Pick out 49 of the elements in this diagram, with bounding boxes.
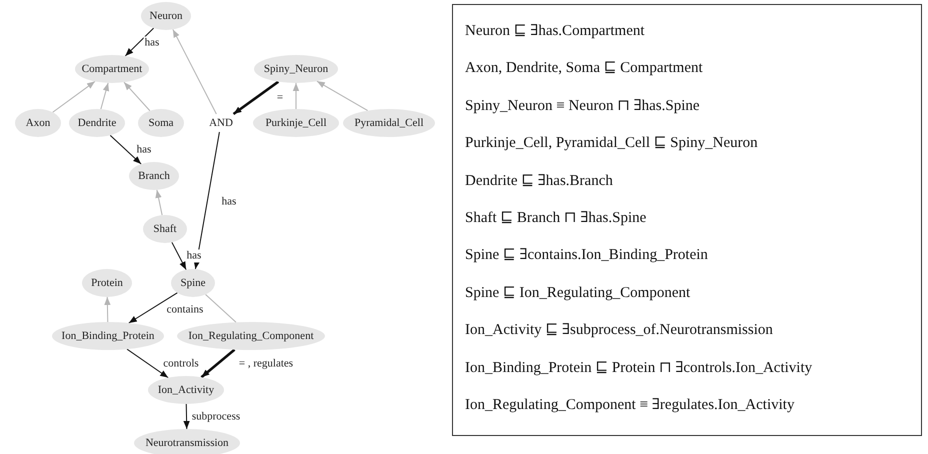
edge-label: has (186, 250, 202, 262)
arrow (316, 80, 368, 112)
concept-ellipse: Purkinje_Cell (253, 109, 339, 137)
concept-ellipse: Pyramidal_Cell (343, 109, 435, 137)
axiom-text: Ion_Activity ⊑ ∃subprocess_of.Neurotransmission (465, 321, 774, 340)
axiom-text: Dendrite ⊑ ∃has.Branch (465, 172, 614, 191)
arrow (110, 134, 142, 164)
concept-ellipse: Spiny_Neuron (254, 55, 338, 83)
axiom-text: Spine ⊑ Ion_Regulating_Component (465, 284, 692, 303)
axiom-text: Spiny_Neuron ≡ Neuron ⊓ ∃has.Spine (465, 96, 701, 116)
arrow (104, 296, 111, 322)
axiom-text: Neuron ⊑ ∃has.Compartment (465, 22, 646, 41)
axiom-text: Shaft ⊑ Branch ⊓ ∃has.Spine (465, 209, 648, 228)
concept-ellipse: Ion_Binding_Protein (52, 322, 164, 350)
arrow (183, 404, 190, 430)
arrow (100, 82, 110, 110)
arrow (126, 348, 169, 378)
concept-ellipse: Neuron (141, 2, 191, 30)
concept-ellipse: Protein (82, 269, 132, 297)
axiom-text: Ion_Binding_Protein ⊑ Protein ⊓ ∃controls.Ion_Activity (465, 358, 814, 378)
axiom-text: Purkinje_Cell, Pyramidal_Cell ⊑ Spiny_Neuron (465, 134, 759, 154)
concept-ellipse: Branch (129, 162, 179, 190)
concept-ellipse: Spine (171, 269, 215, 297)
axiom-text: Axon, Dendrite, Soma ⊑ Compartment (465, 59, 704, 78)
concept-ellipse: Neurotransmission (134, 429, 240, 454)
arrow (171, 242, 187, 270)
axiom-text: Ion_Regulating_Component ≡ ∃regulates.Ion_Activity (465, 396, 796, 416)
axiom-panel (452, 4, 922, 436)
operator-label: AND (205, 114, 237, 132)
concept-ellipse: Compartment (75, 55, 149, 83)
concept-ellipse: Ion_Regulating_Component (177, 322, 325, 350)
arrow (232, 80, 280, 116)
edge-label: = , regulates (238, 358, 294, 370)
arrow (194, 132, 220, 270)
arrow (292, 82, 300, 110)
concept-ellipse: Dendrite (69, 109, 125, 137)
arrow (52, 80, 96, 113)
arrow (200, 348, 236, 378)
arrow (124, 28, 154, 56)
concept-ellipse: Soma (138, 109, 184, 137)
concept-ellipse: Axon (15, 109, 61, 137)
arrow (124, 82, 150, 112)
concept-ellipse: Shaft (143, 215, 187, 243)
concept-ellipse: Ion_Activity (148, 376, 224, 404)
arrow (155, 189, 163, 216)
arrow (128, 292, 178, 324)
axiom-text: Spine ⊑ ∃contains.Ion_Binding_Protein (465, 246, 709, 266)
edge-label: subprocess (190, 410, 242, 424)
arrow (172, 28, 217, 114)
